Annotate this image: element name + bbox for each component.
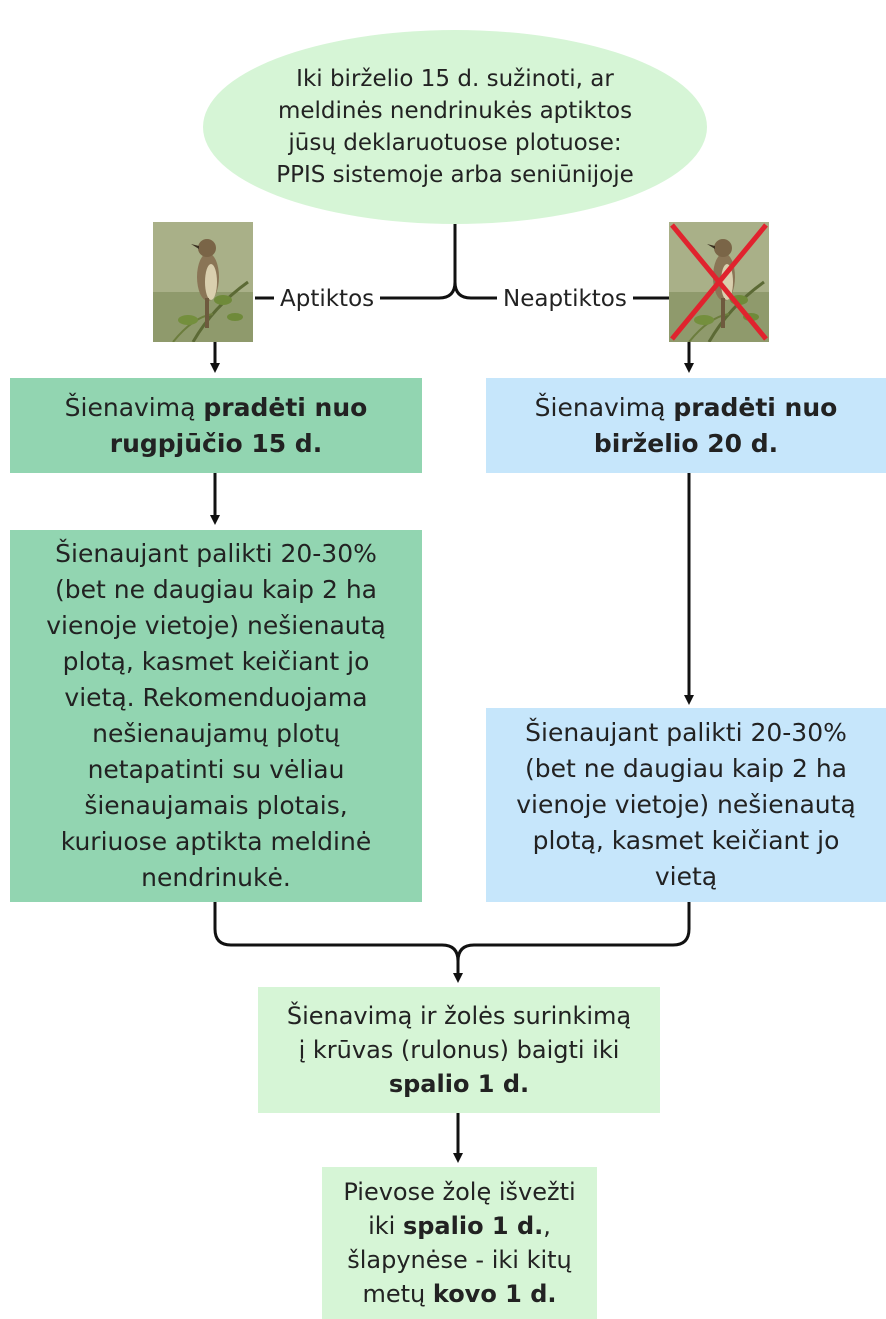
- left-start-prefix: Šienavimą: [64, 392, 204, 422]
- left-leave-line-6: nešienaujamų plotų: [92, 719, 340, 748]
- left-start-bold-1: pradėti nuo: [203, 392, 368, 422]
- left-leave-line-10: nendrinukė.: [141, 863, 291, 892]
- left-leave-line-3: vienoje vietoje) nešienautą: [46, 611, 386, 640]
- bird-icon: [153, 222, 253, 342]
- start-line-3: jūsų deklaruotuose plotuose:: [288, 130, 622, 156]
- right-leave-line-5: vietą: [654, 862, 718, 891]
- remove-line-2-prefix: iki: [368, 1212, 403, 1240]
- right-leave-line-3: vienoje vietoje) nešienautą: [516, 790, 856, 819]
- bird-photo-not-found: [669, 222, 769, 342]
- start-line-1: Iki birželio 15 d. sužinoti, ar: [296, 66, 614, 92]
- left-leave-line-2: (bet ne daugiau kaip 2 ha: [54, 575, 378, 604]
- bird-photo-found: [153, 222, 253, 342]
- finish-bold: spalio 1 d.: [388, 1070, 530, 1098]
- finish-box: Šienavimą ir žolės surinkimą į krūvas (r…: [258, 987, 660, 1113]
- remove-line-4-bold: kovo 1 d.: [432, 1280, 557, 1308]
- merge-connector: [213, 902, 463, 983]
- right-leave-line-1: Šienaujant palikti 20-30%: [525, 718, 847, 747]
- finish-line-1: Šienavimą ir žolės surinkimą: [286, 1002, 632, 1030]
- start-line-2: meldinės nendrinukės aptiktos: [277, 98, 633, 124]
- left-leave-line-9: kuriuose aptikta meldinė: [60, 827, 372, 856]
- label-aptiktos: Aptiktos: [274, 285, 381, 313]
- remove-line-2-suffix: ,: [543, 1212, 551, 1240]
- right-leave-line-4: plotą, kasmet keičiant jo: [532, 826, 840, 855]
- remove-line-1: Pievose žolę išvežti: [343, 1178, 576, 1206]
- remove-line-3: šlapynėse - iki kitų: [347, 1246, 572, 1274]
- left-leave-line-4: plotą, kasmet keičiant jo: [62, 647, 370, 676]
- crossed-bird-icon: [669, 222, 769, 342]
- start-line-4: PPIS sistemoje arba seniūnijoje: [276, 162, 634, 188]
- remove-line-4-prefix: metų: [362, 1280, 433, 1308]
- left-leave-box: Šienaujant palikti 20-30% (bet ne daugia…: [10, 530, 422, 902]
- left-leave-line-7: netapatinti su vėliau: [87, 755, 345, 784]
- left-leave-line-5: vietą. Rekomenduojama: [64, 683, 368, 712]
- remove-box: Pievose žolę išvežti iki spalio 1 d., šl…: [322, 1167, 597, 1319]
- start-oval: Iki birželio 15 d. sužinoti, ar meldinės…: [203, 30, 707, 224]
- left-leave-line-8: šienaujamais plotais,: [84, 791, 348, 820]
- label-neaptiktos: Neaptiktos: [497, 285, 633, 313]
- right-start-prefix: Šienavimą: [534, 392, 674, 422]
- right-leave-line-2: (bet ne daugiau kaip 2 ha: [524, 754, 848, 783]
- remove-line-2-bold: spalio 1 d.: [402, 1212, 544, 1240]
- left-start-box: Šienavimą pradėti nuo rugpjūčio 15 d.: [10, 378, 422, 473]
- left-start-bold-2: rugpjūčio 15 d.: [109, 428, 323, 458]
- finish-line-2: į krūvas (rulonus) baigti iki: [298, 1036, 620, 1064]
- right-start-bold-2: birželio 20 d.: [593, 428, 779, 458]
- right-start-bold-1: pradėti nuo: [673, 392, 838, 422]
- right-leave-box: Šienaujant palikti 20-30% (bet ne daugia…: [486, 708, 886, 902]
- left-leave-line-1: Šienaujant palikti 20-30%: [55, 539, 377, 568]
- right-start-box: Šienavimą pradėti nuo birželio 20 d.: [486, 378, 886, 473]
